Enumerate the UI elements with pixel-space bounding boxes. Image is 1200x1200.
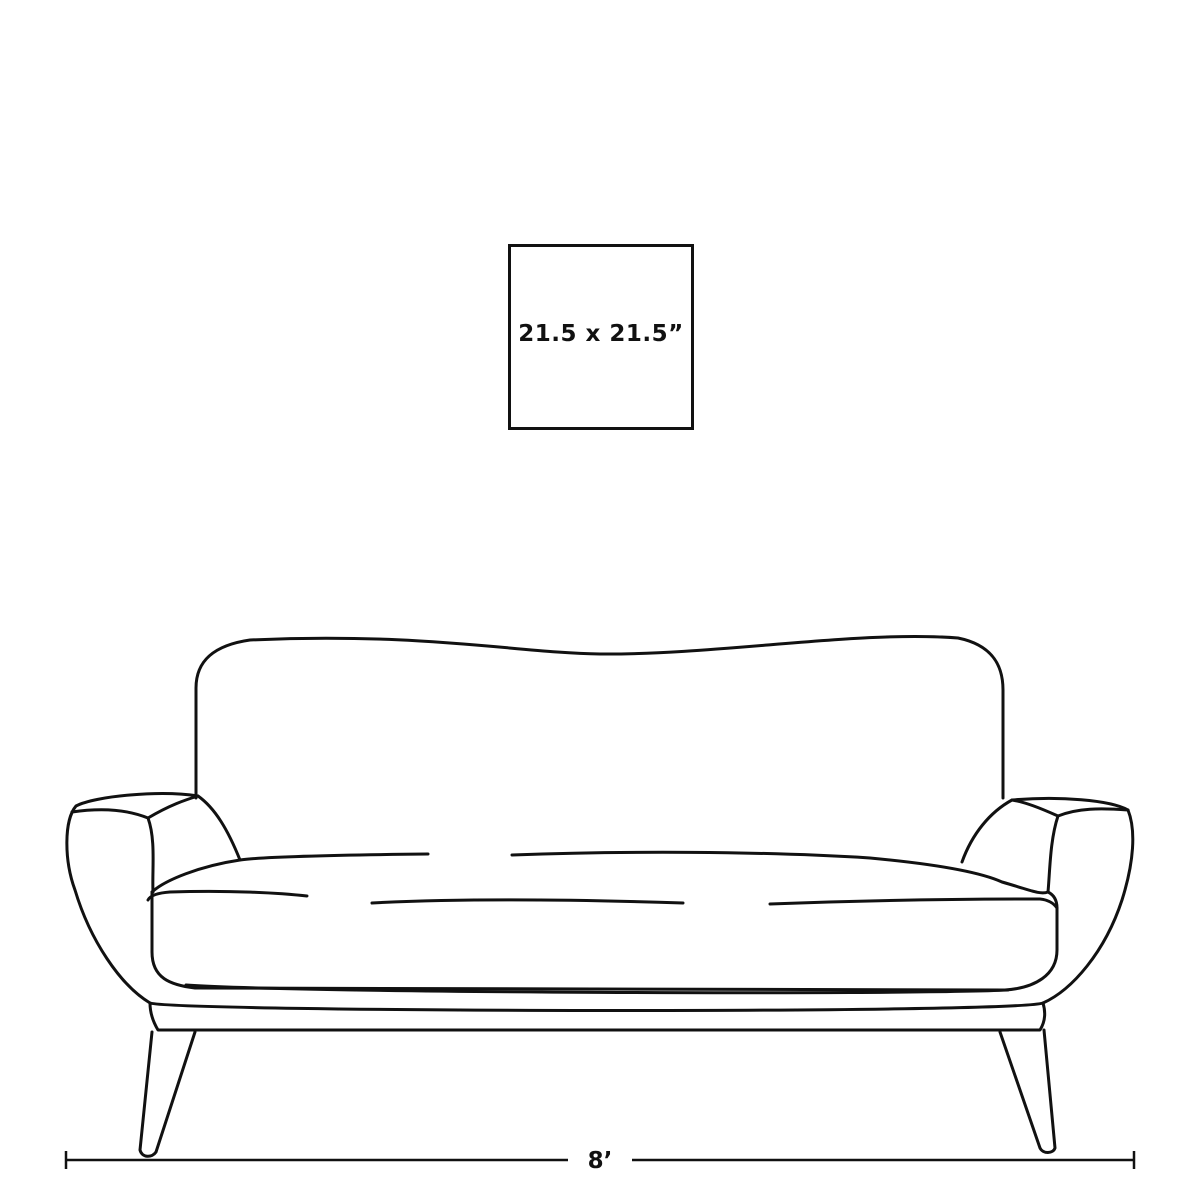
sofa-base: [148, 1001, 1047, 1032]
scale-width-label: 8’: [570, 1145, 630, 1177]
sofa-seat-cushion: [150, 852, 430, 894]
artwork-size-label: 21.5 x 21.5”: [518, 321, 684, 347]
sofa-right-leg: [998, 1028, 1057, 1154]
sofa-left-leg: [138, 1030, 197, 1158]
sofa-left-armrest: [65, 792, 242, 1005]
artwork-frame: 21.5 x 21.5”: [508, 244, 694, 430]
sofa-backrest: [194, 634, 1005, 800]
